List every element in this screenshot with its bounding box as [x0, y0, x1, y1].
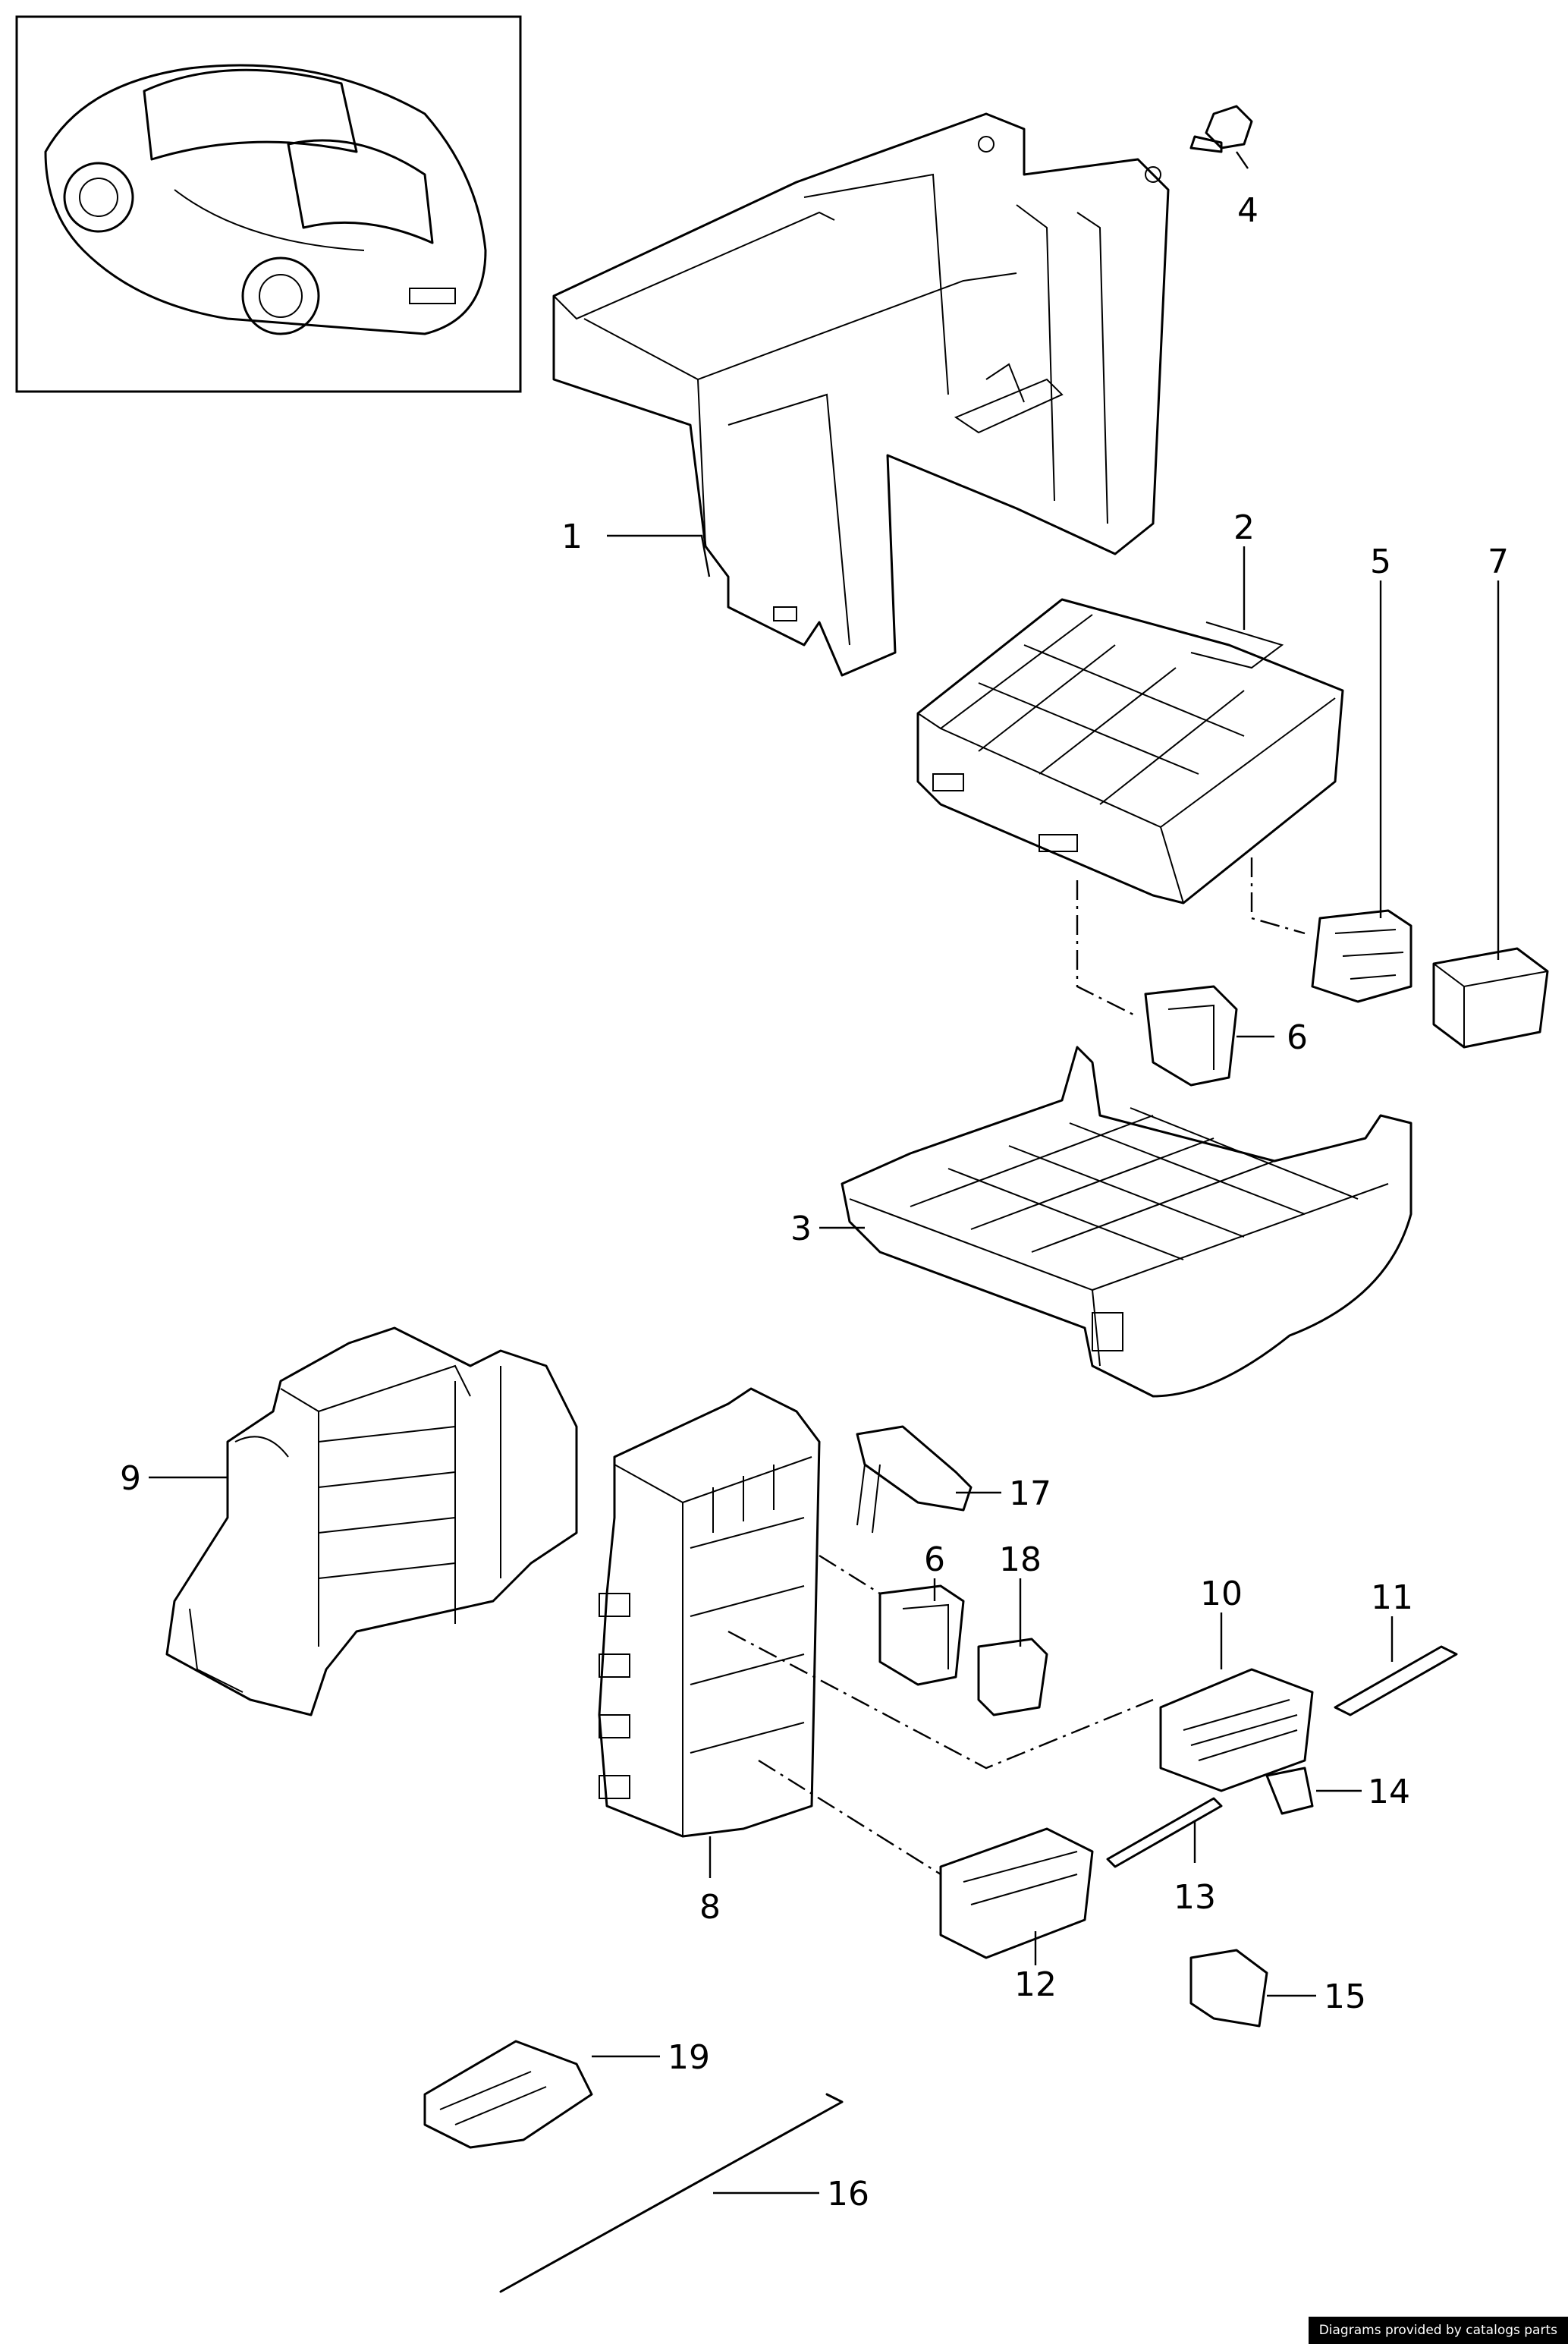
part-11-strip: [1334, 1645, 1458, 1716]
part-19-fuse: [423, 2040, 593, 2149]
callout-6: 6: [1287, 1018, 1308, 1057]
callout-8: 8: [699, 1888, 721, 1927]
part-12-connector: [939, 1827, 1094, 1959]
part-14-clip: [1265, 1767, 1314, 1815]
diagram-credit: Diagrams provided by catalogs parts: [1308, 2317, 1568, 2344]
assembly-lines: [727, 857, 1306, 1876]
part-7-relay-block: [1432, 947, 1549, 1049]
callout-9: 9: [120, 1459, 141, 1498]
part-3-tray: [841, 1046, 1412, 1398]
callout-12: 12: [1014, 1965, 1057, 2004]
part-16-wire: [499, 2093, 844, 2293]
part-5-relay: [1311, 909, 1412, 1003]
callout-6-lower: 6: [924, 1540, 945, 1579]
callout-19: 19: [668, 2038, 710, 2077]
part-1-carrier: [552, 112, 1170, 677]
part-10-connector-housing: [1159, 1668, 1314, 1792]
callout-4: 4: [1237, 191, 1258, 230]
part-9-housing: [165, 1326, 578, 1716]
part-6-connector-lower: [878, 1584, 965, 1686]
callout-5: 5: [1370, 543, 1391, 581]
callout-13: 13: [1174, 1878, 1216, 1917]
callout-17: 17: [1009, 1474, 1051, 1513]
callout-16: 16: [827, 2175, 869, 2213]
callout-3: 3: [790, 1210, 812, 1248]
part-13-bar: [1106, 1797, 1223, 1868]
part-17-fuse-holder: [856, 1425, 973, 1534]
callout-15: 15: [1324, 1977, 1366, 2016]
callout-1: 1: [561, 518, 583, 556]
part-2-relay-carrier: [916, 598, 1344, 905]
part-15-clip: [1189, 1949, 1268, 2028]
callout-18: 18: [999, 1540, 1042, 1579]
callout-2: 2: [1233, 508, 1255, 547]
vehicle-thumbnail: [15, 15, 522, 393]
callout-labels: 1 2 3 4 5 6 7 8 9 10 11 12 13 14 15 16 1…: [120, 191, 1509, 2213]
callout-7: 7: [1488, 543, 1509, 581]
part-4-bolt: [1189, 105, 1253, 153]
part-8-fuse-box: [598, 1387, 821, 1838]
part-6-connector-upper: [1144, 985, 1238, 1087]
part-18-relay: [977, 1638, 1048, 1716]
callout-11: 11: [1371, 1578, 1413, 1617]
callout-14: 14: [1368, 1773, 1410, 1811]
callout-10: 10: [1200, 1575, 1243, 1613]
leader-lines: [149, 151, 1500, 2195]
